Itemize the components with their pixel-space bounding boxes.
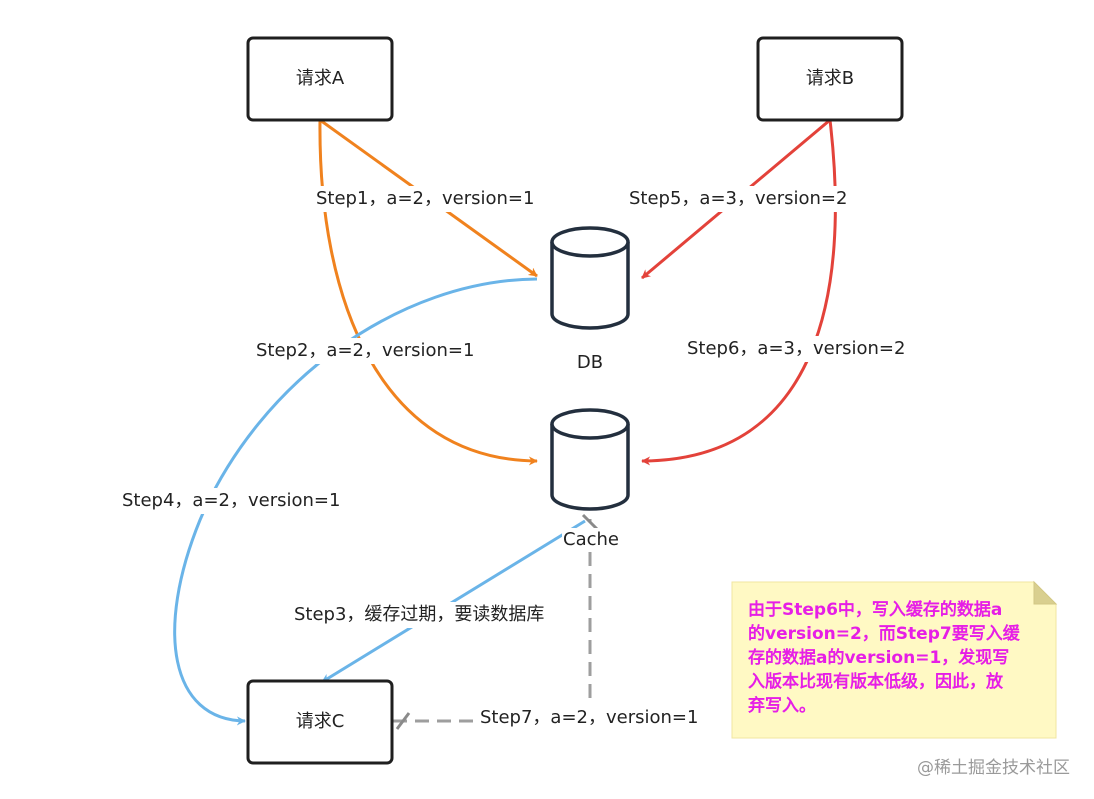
cache-cylinder-icon [550,408,630,511]
db-cylinder-icon [550,226,630,330]
note-card: 由于Step6中，写入缓存的数据a 的version=2，而Step7要写入缓 … [731,580,1058,739]
note-line-3: 存的数据a的version=1，发现写 [748,647,1009,668]
note-fold-corner [1033,580,1058,605]
edge-label-step6: Step6，a=3，version=2 [687,338,905,359]
note-line-1: 由于Step6中，写入缓存的数据a [748,599,1002,620]
watermark-text: @稀土掘金技术社区 [917,758,1070,778]
edge-step7-block-mark-start [395,712,411,730]
db-label: DB [577,352,603,373]
edge-step7-block-mark-end [581,513,599,531]
edge-label-step5: Step5，a=3，version=2 [629,188,847,209]
note-line-2: 的version=2，而Step7要写入缓 [748,623,1021,644]
request-a-node: 请求A [246,36,394,122]
request-c-node: 请求C [246,679,394,765]
edge-step2-line [318,119,538,466]
edge-label-step2-group: Step2，a=2，version=1 [256,338,478,364]
edge-label-step3: Step3，缓存过期，要读数据库 [294,604,544,625]
cache-label: Cache [563,529,619,550]
edge-label-step7: Step7，a=2，version=1 [480,707,698,728]
edge-step7-line [393,519,592,723]
request-b-label: 请求B [806,68,854,89]
edge-label-step7-group: Step7，a=2，version=1 [480,705,702,731]
note-line-5: 弃写入。 [748,695,816,716]
edge-label-step4: Step4，a=2，version=1 [122,490,340,511]
edge-label-step1: Step1，a=2，version=1 [316,188,534,209]
edge-label-step2: Step2，a=2，version=1 [256,340,474,361]
edge-label-step4-group: Step4，a=2，version=1 [122,488,344,514]
edge-label-step5-group: Step5，a=3，version=2 [629,186,851,212]
edge-step3-line [321,519,586,684]
request-c-label: 请求C [296,711,345,732]
request-b-node: 请求B [756,36,904,122]
edge-label-step3-group: Step3，缓存过期，要读数据库 [294,602,564,628]
note-line-4: 入版本比现有版本低级，因此，放 [748,671,1004,692]
request-a-label: 请求A [296,68,345,89]
cache-label-group: Cache [562,528,620,552]
edge-label-step1-group: Step1，a=2，version=1 [316,186,538,212]
edge-label-step6-group: Step6，a=3，version=2 [687,336,909,362]
edge-step6-line [641,119,837,466]
